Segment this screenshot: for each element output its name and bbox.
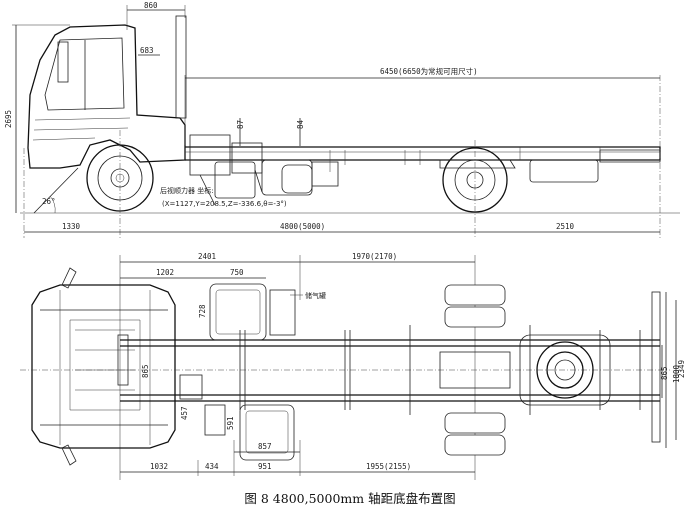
side-view: 860 683 6450(6650为常规可用尺寸) 2695 87 84 26°…: [4, 1, 680, 238]
dim-750: 750: [230, 268, 244, 277]
dim-cab-width: 860: [144, 1, 158, 10]
note-label: 后视顺力器 坐标:: [160, 186, 214, 195]
dim-2401: 2401: [198, 252, 216, 261]
rear-axle: [439, 351, 511, 389]
dim-434: 434: [205, 462, 219, 471]
dim-457: 457: [180, 406, 189, 420]
rear-wheel: [442, 147, 508, 213]
dim-1800: 1800: [672, 364, 681, 383]
rear-wheel-left-outer: [444, 284, 506, 306]
dim-2349: 2349: [677, 360, 686, 378]
fuel-tank: [209, 283, 267, 341]
dim-1202: 1202: [156, 268, 174, 277]
air-tank: [239, 404, 295, 461]
dim-84: 84: [296, 119, 305, 129]
rear-wheel-left-inner: [444, 306, 506, 328]
dim-height: 2695: [4, 110, 13, 128]
dim-wheelbase: 4800(5000): [280, 222, 325, 231]
figure-caption: 图 8 4800,5000mm 轴距底盘布置图: [244, 491, 456, 506]
rear-wheel-right-outer: [444, 434, 506, 456]
dim-cab-683: 683: [140, 46, 154, 55]
dim-rear-overhang: 2510: [556, 222, 575, 231]
dim-front-overhang: 1330: [62, 222, 81, 231]
dim-approach-angle: 26°: [42, 197, 56, 206]
dim-728: 728: [198, 304, 207, 318]
dim-1032: 1032: [150, 462, 168, 471]
rear-wheel-right-inner: [444, 412, 506, 434]
dim-857: 857: [258, 442, 272, 451]
top-view: 2401 1202 750 1970(2170) 728 储气罐: [20, 252, 686, 480]
frame-rail: [185, 146, 661, 161]
dim-865-left: 865: [141, 364, 150, 378]
cab-top-outline: [31, 284, 176, 449]
dim-865: 865: [660, 366, 669, 380]
dim-frame-length: 6450(6650为常规可用尺寸): [380, 66, 478, 76]
dim-1955: 1955(2155): [366, 462, 411, 471]
axle-differential: [536, 341, 594, 399]
frame-rail-top: [120, 339, 660, 402]
label-tank: 储气罐: [305, 291, 326, 300]
cab-outline: [27, 24, 186, 169]
dim-951: 951: [258, 462, 272, 471]
dim-87: 87: [236, 120, 245, 129]
dim-591: 591: [226, 416, 235, 430]
dim-1970: 1970(2170): [352, 252, 397, 261]
note-coords: (X=1127,Y=208.5,Z=-336.6,θ=-3°): [162, 200, 287, 208]
